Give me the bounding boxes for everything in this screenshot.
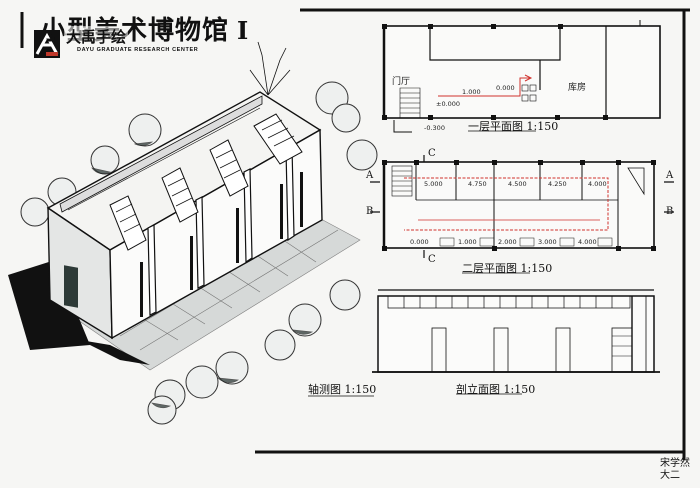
section-mark-c-top: C [428,148,436,159]
section-mark-b-left: B [366,206,374,217]
caption-axonometric: 轴测图 1:150 [308,383,377,396]
f2-dim-3: 4.500 [508,180,527,188]
room-entrance: 门厅 [392,77,411,87]
f1-dim-1: 1.000 [462,88,481,96]
floor1-stair [399,87,421,119]
section-elevation [372,289,660,373]
caption-underlines [308,130,536,397]
floor1-wc [521,84,537,102]
clerestory-windows [387,296,631,309]
floor2-stair [391,165,413,197]
f2-dim-4: 4.250 [548,180,567,188]
floor2-steps [439,237,613,247]
f2-dim-7: 1.000 [458,238,477,246]
f1-dim-2: ±0.000 [436,100,461,108]
floor2-columns [382,160,656,251]
trees [20,81,378,425]
roof-tree [249,41,291,96]
brand-logo [34,30,60,58]
f2-dim-9: 3.000 [538,238,557,246]
floor1-columns [382,24,608,120]
slit-windows [140,172,303,317]
room-warehouse: 库房 [568,83,587,93]
floor2-plan [370,155,674,258]
f2-dim-1: 5.000 [424,180,443,188]
signature: 宋学然 大二 [660,458,690,482]
f2-dim-2: 4.750 [468,180,487,188]
skylights [109,113,303,251]
signature-name: 宋学然 [660,458,690,469]
caption-floor1: 一层平面图 1:150 [468,120,559,133]
title-numeral: I [237,16,250,45]
floor1-plan [382,20,661,133]
section-mark-a-left: A [366,170,374,181]
end-window [64,265,78,308]
f2-dim-5: 4.000 [588,180,607,188]
caption-section: 剖立面图 1:150 [456,383,536,396]
f1-dim-3: 0.000 [496,84,515,92]
sheet-frame [20,8,690,460]
signature-grade: 大二 [660,470,680,481]
f2-dim-8: 2.000 [498,238,517,246]
axonometric-view [8,41,378,425]
facade-fins [147,146,295,316]
f2-dim-6: 0.000 [410,238,429,246]
section-mark-a-right: A [666,170,674,181]
cast-shadow [8,260,90,350]
brand-name: 大禹手绘 [64,26,129,47]
f2-dim-10: 4.000 [578,238,597,246]
section-mark-c-bottom: C [428,254,436,265]
skylight-slats [115,119,295,233]
section-mark-b-right: B [666,206,674,217]
brand-subtitle: DAYU GRADUATE RESEARCH CENTER [77,47,199,53]
f1-dim-4: -0.300 [424,124,445,132]
caption-floor2: 二层平面图 1:150 [462,262,553,275]
